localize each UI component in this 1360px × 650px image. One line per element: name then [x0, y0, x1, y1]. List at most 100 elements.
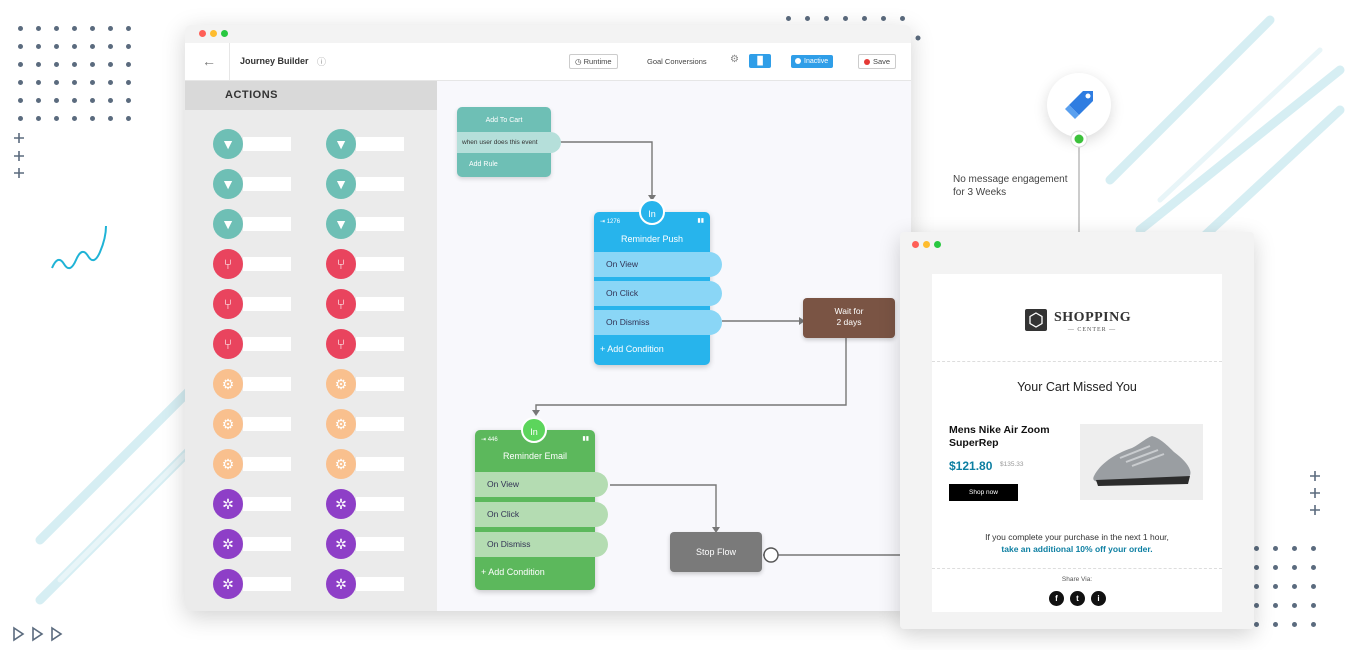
close-window-button[interactable]	[199, 30, 206, 37]
product-image[interactable]	[1080, 424, 1203, 500]
stats-icon[interactable]: ▮▮	[697, 218, 704, 224]
shop-now-button[interactable]: Shop now	[949, 484, 1018, 501]
wait-line-1: Wait for	[834, 306, 864, 316]
action-item-gear[interactable]: ⚙	[326, 449, 406, 479]
promo-text-line-2[interactable]: take an additional 10% off your order.	[1001, 544, 1153, 554]
email-add-condition-button[interactable]: + Add Condition	[481, 567, 545, 577]
action-item-gear[interactable]: ⚙	[326, 369, 406, 399]
filter-icon: ▼	[326, 129, 356, 159]
bar-chart-icon: ▐▌	[754, 56, 766, 65]
record-icon	[864, 59, 870, 65]
gear-icon: ⚙	[326, 369, 356, 399]
action-item-filter[interactable]: ▼	[213, 129, 293, 159]
trigger-condition[interactable]: when user does this event	[457, 132, 561, 153]
email-option-on-view[interactable]: On View	[475, 472, 608, 497]
action-item-shuffle[interactable]: ✲	[213, 529, 293, 559]
goal-conversions-label: Goal Conversions	[647, 57, 707, 66]
minimize-window-button[interactable]	[923, 241, 930, 248]
segment-tag-bubble[interactable]	[1047, 73, 1111, 137]
split-icon: ⑂	[213, 329, 243, 359]
info-icon[interactable]: ⓘ	[317, 57, 327, 67]
stop-flow-node[interactable]: Stop Flow	[670, 532, 762, 572]
divider	[932, 568, 1222, 569]
action-label-placeholder	[356, 177, 404, 191]
minimize-window-button[interactable]	[210, 30, 217, 37]
segment-note-line-1: No message engagement	[953, 174, 1068, 185]
instagram-icon[interactable]: i	[1091, 591, 1106, 606]
email-option-on-dismiss[interactable]: On Dismiss	[475, 532, 608, 557]
email-user-count: ⇥ 446	[481, 436, 498, 443]
action-item-shuffle[interactable]: ✲	[213, 569, 293, 599]
action-label-placeholder	[356, 497, 404, 511]
filter-icon: ▼	[213, 169, 243, 199]
email-card: SHOPPING — CENTER — Your Cart Missed You…	[932, 274, 1222, 612]
action-label-placeholder	[243, 497, 291, 511]
action-item-filter[interactable]: ▼	[213, 209, 293, 239]
flow-connectors	[532, 141, 911, 563]
action-item-filter[interactable]: ▼	[213, 169, 293, 199]
action-item-split[interactable]: ⑂	[213, 249, 293, 279]
action-item-filter[interactable]: ▼	[326, 169, 406, 199]
twitter-icon[interactable]: t	[1070, 591, 1085, 606]
shuffle-icon: ✲	[326, 489, 356, 519]
maximize-window-button[interactable]	[221, 30, 228, 37]
action-label-placeholder	[356, 537, 404, 551]
close-window-button[interactable]	[912, 241, 919, 248]
action-label-placeholder	[243, 257, 291, 271]
action-item-shuffle[interactable]: ✲	[326, 489, 406, 519]
action-label-placeholder	[356, 337, 404, 351]
reminder-push-node[interactable]: ⇥ 1276 ▮▮ Reminder Push On View On Click…	[594, 212, 722, 365]
logo-sub-text: — CENTER —	[1067, 327, 1117, 333]
push-user-count: ⇥ 1276	[600, 218, 620, 225]
divider	[932, 361, 1222, 362]
maximize-window-button[interactable]	[934, 241, 941, 248]
action-item-split[interactable]: ⑂	[326, 249, 406, 279]
action-item-shuffle[interactable]: ✲	[326, 569, 406, 599]
action-label-placeholder	[356, 377, 404, 391]
push-option-on-click[interactable]: On Click	[594, 281, 722, 306]
action-item-split[interactable]: ⑂	[213, 289, 293, 319]
action-item-filter[interactable]: ▼	[326, 129, 406, 159]
action-label-placeholder	[243, 297, 291, 311]
gear-icon: ⚙	[213, 449, 243, 479]
action-item-filter[interactable]: ▼	[326, 209, 406, 239]
gear-icon[interactable]: ⚙	[730, 54, 739, 65]
reminder-email-node[interactable]: ⇥ 446 ▮▮ Reminder Email On View On Click…	[475, 430, 608, 590]
action-item-shuffle[interactable]: ✲	[326, 529, 406, 559]
email-headline: Your Cart Missed You	[1017, 380, 1137, 394]
runtime-button[interactable]: ◷ Runtime	[569, 54, 618, 69]
chart-button[interactable]: ▐▌	[749, 54, 771, 68]
add-to-cart-node[interactable]: Add To Cart when user does this event Ad…	[457, 107, 561, 177]
hexagon-logo-icon	[1025, 309, 1047, 331]
action-item-split[interactable]: ⑂	[213, 329, 293, 359]
filter-icon: ▼	[213, 129, 243, 159]
segment-status-dot	[1070, 130, 1088, 148]
shuffle-icon: ✲	[213, 529, 243, 559]
action-item-gear[interactable]: ⚙	[326, 409, 406, 439]
action-item-gear[interactable]: ⚙	[213, 449, 293, 479]
decorative-dot-grid-right	[1254, 546, 1330, 627]
action-item-split[interactable]: ⑂	[326, 329, 406, 359]
action-label-placeholder	[243, 417, 291, 431]
add-rule-button[interactable]: Add Rule	[469, 161, 498, 168]
email-option-on-click[interactable]: On Click	[475, 502, 608, 527]
email-preview-window: SHOPPING — CENTER — Your Cart Missed You…	[900, 232, 1254, 629]
actions-header: ACTIONS	[185, 81, 437, 110]
clock-icon: ◷	[575, 57, 582, 66]
facebook-icon[interactable]: f	[1049, 591, 1064, 606]
inactive-toggle[interactable]: Inactive	[791, 55, 834, 68]
action-item-gear[interactable]: ⚙	[213, 369, 293, 399]
push-option-on-dismiss[interactable]: On Dismiss	[594, 310, 722, 335]
promo-text-line-1: If you complete your purchase in the nex…	[985, 532, 1169, 542]
action-item-shuffle[interactable]: ✲	[213, 489, 293, 519]
split-icon: ⑂	[213, 249, 243, 279]
stats-icon[interactable]: ▮▮	[582, 436, 589, 442]
save-button[interactable]: Save	[858, 54, 897, 69]
push-option-on-view[interactable]: On View	[594, 252, 722, 277]
wait-node[interactable]: Wait for 2 days	[803, 298, 895, 338]
action-item-gear[interactable]: ⚙	[213, 409, 293, 439]
back-button[interactable]: ←	[199, 51, 219, 71]
action-item-split[interactable]: ⑂	[326, 289, 406, 319]
push-add-condition-button[interactable]: + Add Condition	[600, 344, 664, 354]
